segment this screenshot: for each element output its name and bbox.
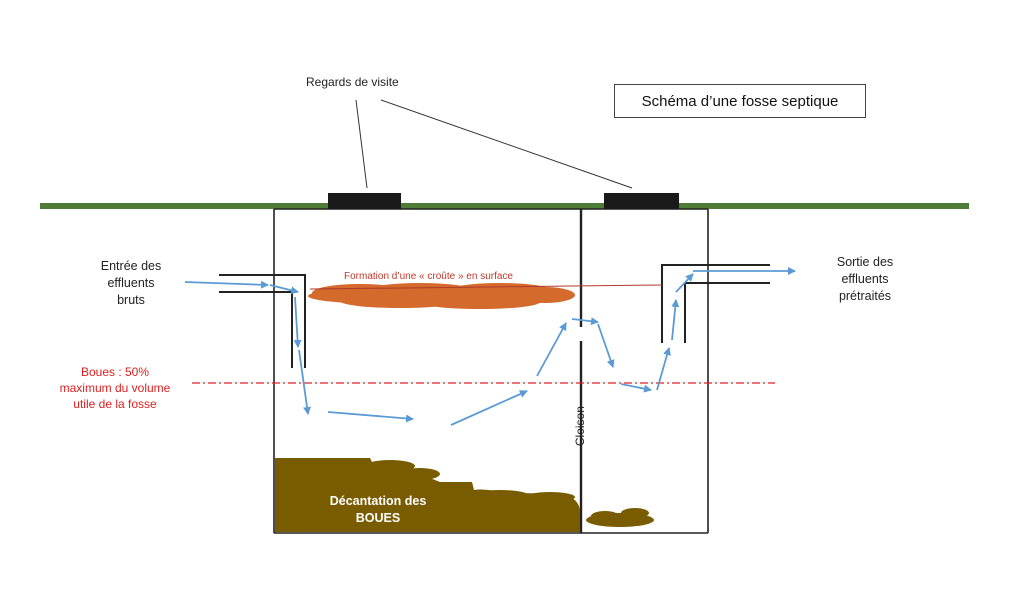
- inlet-label-line2: effluents: [107, 275, 155, 290]
- sludge-limit-line1: Boues : 50%: [80, 365, 150, 379]
- flow-arrow: [675, 273, 694, 293]
- crust-pointer-line: [309, 284, 663, 290]
- inlet-label-line1: Entrée des: [100, 259, 162, 273]
- inspection-hatch-right: [604, 193, 679, 209]
- outlet-label: Sortie des effluents prétraités: [830, 254, 900, 305]
- outlet-label-line3: prétraités: [838, 288, 892, 303]
- flow-arrow: [184, 280, 269, 289]
- inlet-label-line3: bruts: [117, 292, 145, 307]
- diagram-title: Schéma d’une fosse septique: [614, 84, 866, 118]
- flow-arrow: [298, 349, 311, 415]
- ground-line: [40, 203, 969, 209]
- sludge-limit-line3: utile de la fosse: [73, 397, 157, 412]
- flow-arrow: [571, 317, 599, 326]
- sludge-main: [275, 458, 580, 532]
- crust-label: Formation d’une « croûte » en surface: [344, 271, 513, 282]
- flow-arrow: [536, 322, 567, 377]
- inspection-hatches-label: Regards de visite: [306, 75, 399, 89]
- flow-arrow: [293, 296, 302, 348]
- flow-arrow: [450, 390, 528, 426]
- outlet-pipe: [661, 264, 770, 343]
- partition-label: Cloison: [572, 406, 587, 447]
- decantation-label-line2: BOUES: [355, 510, 401, 525]
- sludge-limit-line2: maximum du volume: [59, 381, 171, 396]
- inspection-hatch-left: [328, 193, 401, 209]
- inlet-pipe: [219, 274, 306, 368]
- flow-arrow: [327, 411, 414, 423]
- decantation-label-line1: Décantation des: [329, 494, 427, 508]
- flow-arrows: [184, 267, 796, 426]
- decantation-label: Décantation des BOUES: [318, 493, 438, 527]
- flow-arrow: [671, 299, 680, 341]
- sludge-secondary: [586, 508, 654, 527]
- flow-arrow: [597, 323, 615, 368]
- flow-arrow: [656, 347, 671, 391]
- callout-lines: [355, 99, 633, 189]
- outlet-label-line2: effluents: [841, 271, 889, 286]
- inlet-label: Entrée des effluents bruts: [97, 258, 165, 309]
- sludge-limit-label: Boues : 50% maximum du volume utile de l…: [50, 364, 180, 413]
- flow-arrow: [269, 284, 299, 295]
- flow-arrow: [620, 383, 652, 393]
- outlet-label-line1: Sortie des: [836, 255, 894, 269]
